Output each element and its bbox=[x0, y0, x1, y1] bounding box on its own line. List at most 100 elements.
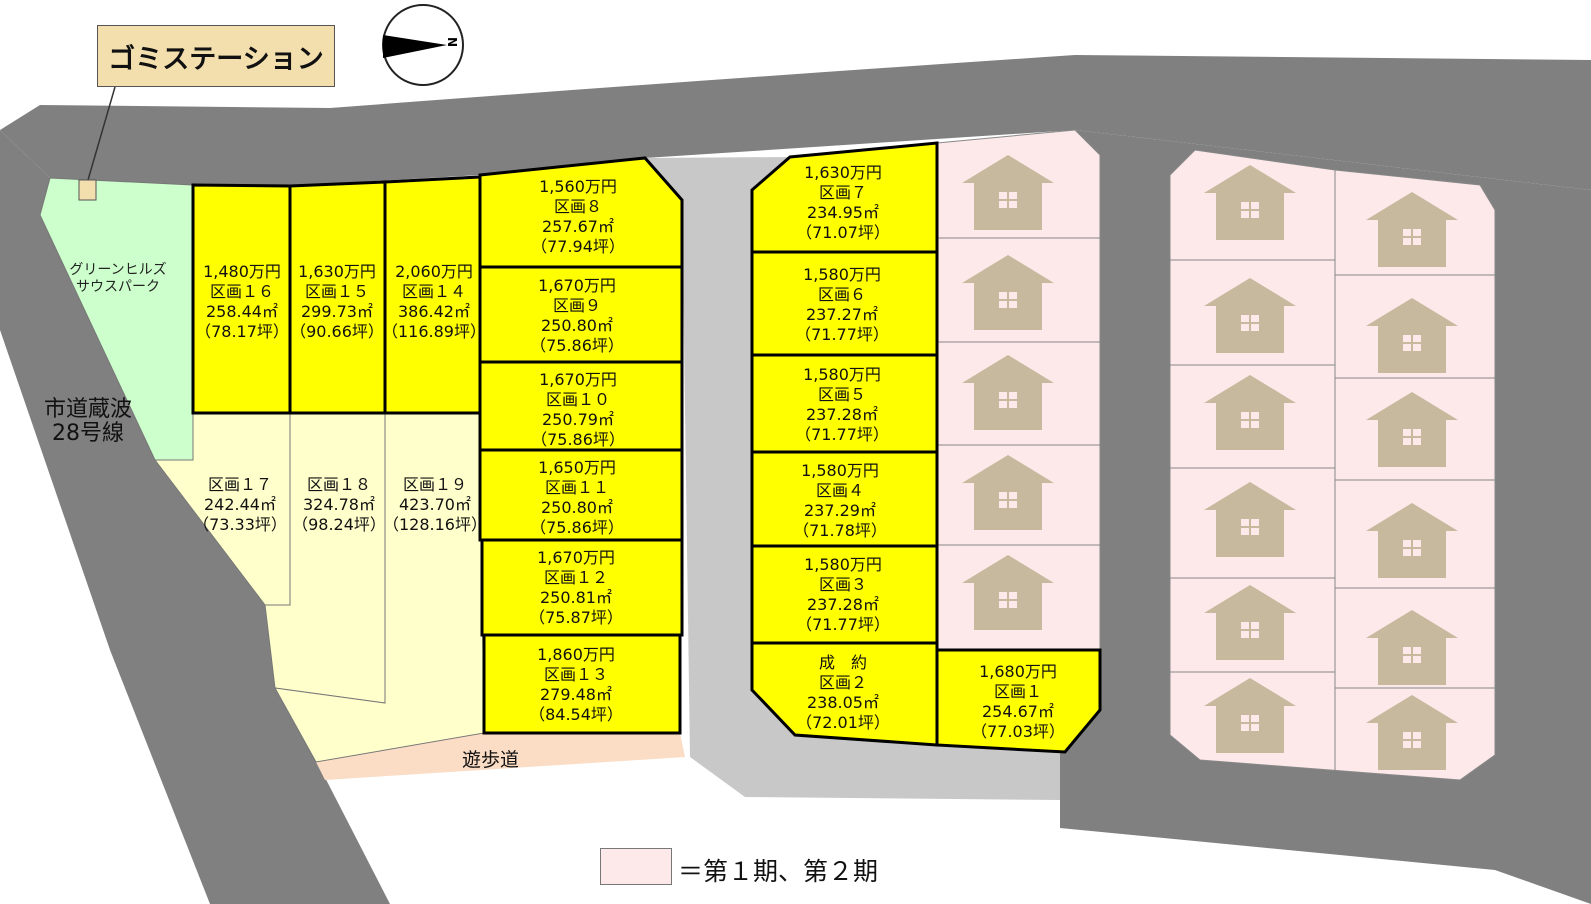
lot-price: 1,580万円 bbox=[803, 265, 881, 284]
lot-area: 250.81㎡ bbox=[540, 588, 612, 607]
lot-price: 1,630万円 bbox=[298, 262, 376, 281]
house-icon bbox=[1204, 482, 1296, 557]
house-icon bbox=[962, 455, 1054, 530]
lot-name: 区画１２ bbox=[543, 568, 608, 587]
lot-price: 1,480万円 bbox=[203, 262, 281, 281]
lot-price: 1,650万円 bbox=[538, 458, 616, 477]
walkway-label: 遊歩道 bbox=[462, 749, 520, 771]
lot-area: 324.78㎡ bbox=[303, 495, 375, 514]
lot-area: 237.27㎡ bbox=[806, 305, 878, 324]
house-icon bbox=[962, 355, 1054, 430]
garbage-station-leader bbox=[87, 86, 116, 181]
lot-name: 区画８ bbox=[553, 197, 602, 216]
lot-8[interactable] bbox=[478, 156, 684, 269]
walkway bbox=[316, 733, 685, 780]
lot-name: 区画７ bbox=[818, 183, 867, 202]
house-icon bbox=[1366, 192, 1458, 267]
house-icon bbox=[1366, 298, 1458, 373]
lot-name: 区画４ bbox=[815, 481, 864, 500]
lot-name: 区画５ bbox=[817, 385, 866, 404]
lot-price: 1,860万円 bbox=[537, 645, 615, 664]
lot-name: 区画１１ bbox=[544, 478, 609, 497]
lot-price: 1,670万円 bbox=[538, 276, 616, 295]
house-icon bbox=[1366, 503, 1458, 578]
lot-2[interactable] bbox=[750, 641, 939, 747]
lot-name: 区画１７ bbox=[207, 475, 272, 494]
lot-7[interactable] bbox=[750, 141, 939, 254]
lot-tsubo: （75.86坪） bbox=[530, 518, 624, 537]
lot-tsubo: （73.33坪） bbox=[193, 515, 287, 534]
house-icon bbox=[1204, 165, 1296, 240]
lot-tsubo: （90.66坪） bbox=[290, 322, 384, 341]
lot-name: 区画１ bbox=[993, 682, 1042, 701]
legend-phase12-text: ＝第１期、第２期 bbox=[678, 857, 879, 886]
park-name-line1: グリーンヒルズ bbox=[69, 262, 167, 278]
lot-name: 区画９ bbox=[552, 296, 601, 315]
lot-tsubo: （77.03坪） bbox=[971, 722, 1065, 741]
lot-tsubo: （71.77坪） bbox=[795, 425, 889, 444]
lot-area: 237.28㎡ bbox=[807, 595, 879, 614]
house-icon bbox=[1366, 610, 1458, 685]
garbage-station-marker bbox=[78, 179, 97, 201]
lot-area: 237.29㎡ bbox=[804, 501, 876, 520]
phase12-block-right bbox=[1169, 149, 1496, 781]
lot-area: 279.48㎡ bbox=[540, 685, 612, 704]
lot-area: 242.44㎡ bbox=[204, 495, 276, 514]
lot-name: 区画３ bbox=[818, 575, 867, 594]
lot-price: 1,680万円 bbox=[979, 662, 1057, 681]
lot-tsubo: （75.87坪） bbox=[529, 608, 623, 627]
lot-tsubo: （72.01坪） bbox=[796, 713, 890, 732]
garbage-station-label: ゴミステーション bbox=[97, 25, 335, 87]
house-icon bbox=[1204, 678, 1296, 753]
house-icon bbox=[1366, 392, 1458, 467]
lot-tsubo: （98.24坪） bbox=[292, 515, 386, 534]
lot-tsubo: （84.54坪） bbox=[529, 705, 623, 724]
house-icon bbox=[1366, 695, 1458, 770]
lot-tsubo: （128.16坪） bbox=[383, 515, 487, 534]
lot-price: 1,560万円 bbox=[539, 177, 617, 196]
lot-name: 区画１４ bbox=[401, 282, 466, 301]
road-name-line2: 28号線 bbox=[52, 421, 124, 446]
house-icon bbox=[1204, 375, 1296, 450]
top-road bbox=[0, 55, 1591, 190]
lot-area: 237.28㎡ bbox=[806, 405, 878, 424]
lot-price: 1,670万円 bbox=[537, 548, 615, 567]
lot-area: 299.73㎡ bbox=[301, 302, 373, 321]
lot-tsubo: （71.77坪） bbox=[795, 325, 889, 344]
lot-name: 区画１８ bbox=[306, 475, 371, 494]
lot-area: 257.67㎡ bbox=[542, 217, 614, 236]
house-icon bbox=[1204, 278, 1296, 353]
lot-12[interactable] bbox=[480, 538, 684, 637]
lot-tsubo: （116.89坪） bbox=[382, 322, 486, 341]
lot-tsubo: （71.78坪） bbox=[793, 521, 887, 540]
lot-area: 250.79㎡ bbox=[542, 410, 614, 429]
lot-area: 238.05㎡ bbox=[807, 693, 879, 712]
park-name-line2: サウスパーク bbox=[76, 279, 160, 295]
lot-name: 区画１６ bbox=[209, 282, 274, 301]
lot-name: 区画１３ bbox=[543, 665, 608, 684]
north-compass-icon bbox=[382, 4, 464, 86]
lot-1[interactable] bbox=[935, 648, 1102, 754]
house-icon bbox=[962, 555, 1054, 630]
lot-13[interactable] bbox=[482, 633, 682, 735]
